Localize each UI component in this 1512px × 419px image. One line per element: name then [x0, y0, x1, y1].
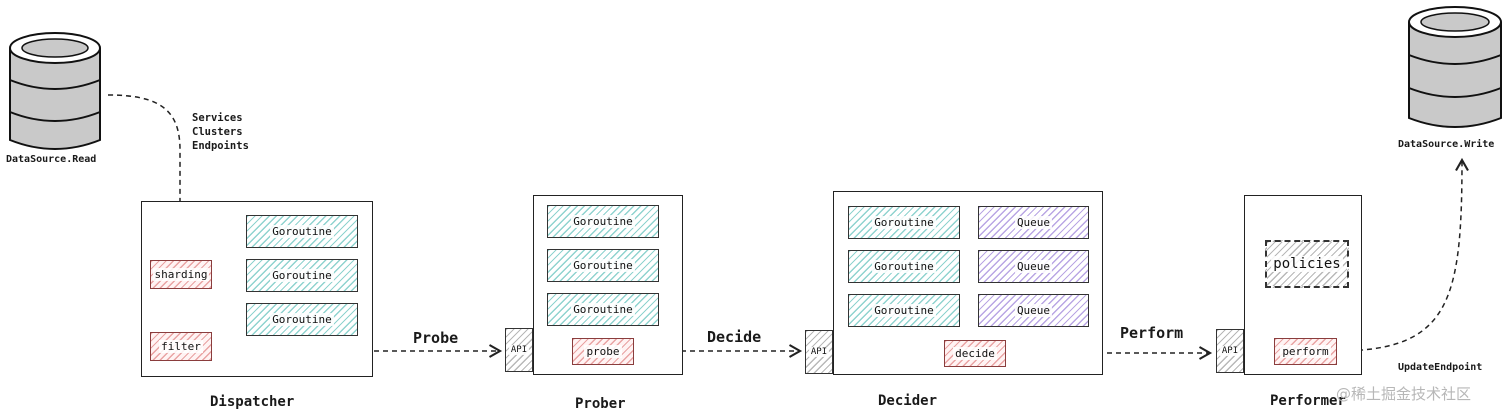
datasource-write-label: DataSource.Write — [1398, 139, 1495, 150]
dispatcher-title: Dispatcher — [210, 394, 295, 410]
dispatcher-goroutine-3: Goroutine — [246, 303, 358, 336]
database-write-icon — [1408, 6, 1502, 128]
probe-edge-label: Probe — [413, 329, 459, 347]
decider-goroutine-1: Goroutine — [848, 206, 960, 239]
performer-api-node: API — [1216, 329, 1244, 373]
read-item-endpoints: Endpoints — [192, 140, 249, 152]
decider-queue-2: Queue — [978, 250, 1089, 283]
dispatcher-goroutine-1: Goroutine — [246, 215, 358, 248]
decide-node: decide — [944, 340, 1006, 367]
prober-goroutine-3: Goroutine — [547, 293, 659, 326]
read-item-clusters: Clusters — [192, 126, 243, 138]
perform-edge-label: Perform — [1120, 324, 1184, 342]
perform-to-write-edge — [1339, 157, 1469, 352]
datasource-read-label: DataSource.Read — [6, 154, 97, 165]
prober-goroutine-2: Goroutine — [547, 249, 659, 282]
filter-node: filter — [150, 332, 212, 361]
performer-title: Performer — [1270, 393, 1346, 409]
decide-edge-label: Decide — [707, 328, 762, 346]
dispatcher-goroutine-2: Goroutine — [246, 259, 358, 292]
sharding-node: sharding — [150, 260, 212, 289]
read-to-sharding-edge — [107, 94, 187, 261]
prober-api-node: API — [505, 328, 533, 372]
decider-goroutine-2: Goroutine — [848, 250, 960, 283]
decider-title: Decider — [878, 393, 938, 409]
watermark: @稀土掘金技术社区 — [1336, 385, 1472, 403]
prober-goroutine-1: Goroutine — [547, 205, 659, 238]
decider-goroutine-3: Goroutine — [848, 294, 960, 327]
read-items-list: Services Clusters Endpoints — [192, 111, 249, 153]
read-item-services: Services — [192, 112, 243, 124]
probe-node: probe — [572, 338, 634, 365]
policies-node: policies — [1265, 240, 1349, 288]
decider-api-node: API — [805, 330, 833, 374]
prober-title: Prober — [575, 396, 626, 412]
update-endpoint-label: UpdateEndpoint — [1398, 362, 1483, 373]
decider-queue-1: Queue — [978, 206, 1089, 239]
decider-queue-3: Queue — [978, 294, 1089, 327]
database-read-icon — [9, 32, 101, 150]
perform-node: perform — [1274, 338, 1337, 365]
